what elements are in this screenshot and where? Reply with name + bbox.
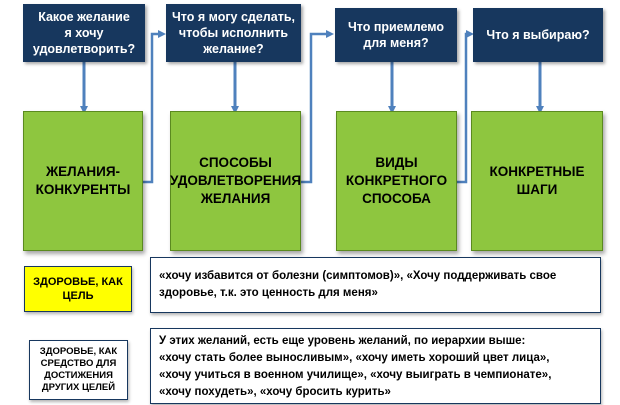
elbow-arrow-3 — [457, 30, 474, 184]
question-2: Что я могу сделать, чтобы исполнить жела… — [166, 4, 301, 62]
example-label-health-means: ЗДОРОВЬЕ, КАК СРЕДСТВО ДЛЯ ДОСТИЖЕНИЯ ДР… — [29, 340, 128, 400]
question-1: Какое желание я хочу удовлетворить? — [23, 4, 145, 62]
box-kinds-of-method: ВИДЫ КОНКРЕТНОГО СПОСОБА — [336, 111, 457, 251]
question-4: Что я выбираю? — [473, 8, 603, 62]
example-label-health-goal: ЗДОРОВЬЕ, КАК ЦЕЛЬ — [24, 266, 132, 312]
example-text-health-means: У этих желаний, есть еще уровень желаний… — [150, 328, 601, 404]
elbow-arrow-1 — [143, 30, 166, 184]
elbow-arrow-2 — [301, 30, 334, 184]
box-concrete-steps: КОНКРЕТНЫЕ ШАГИ — [471, 111, 603, 251]
example-text-health-goal: «хочу избавится от болезни (симптомов)»,… — [150, 257, 601, 313]
question-3: Что приемлемо для меня? — [335, 8, 457, 62]
box-competing-desires: ЖЕЛАНИЯ- КОНКУРЕНТЫ — [23, 111, 143, 251]
box-ways-of-satisfaction: СПОСОБЫ УДОВЛЕТВОРЕНИЯ ЖЕЛАНИЯ — [170, 111, 301, 251]
